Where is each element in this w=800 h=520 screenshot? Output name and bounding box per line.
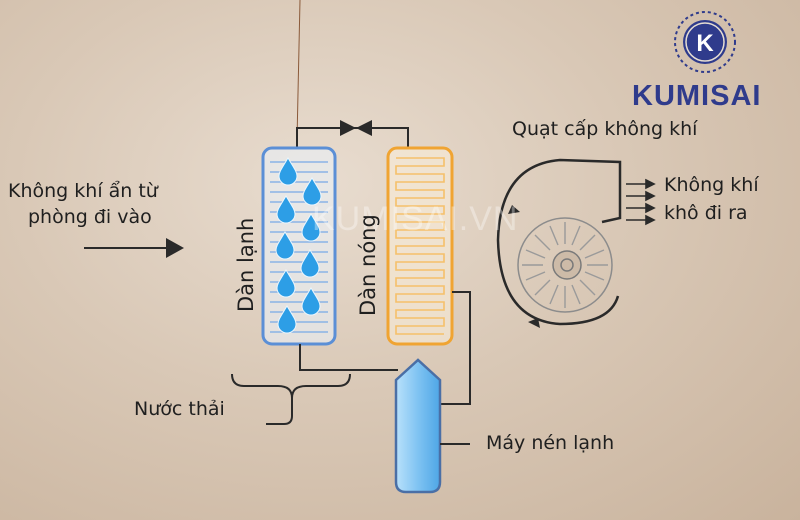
svg-text:K: K bbox=[696, 30, 714, 57]
compressor bbox=[394, 358, 442, 494]
compressor-pipes bbox=[299, 291, 471, 405]
evaporator-coil bbox=[261, 146, 337, 346]
air-out-label-line1: Không khí bbox=[664, 174, 759, 196]
air-in-arrow bbox=[84, 238, 184, 258]
thread-line bbox=[296, 0, 301, 141]
water-drop-icon bbox=[300, 249, 320, 278]
water-drop-icon bbox=[301, 287, 321, 316]
fan-icon bbox=[496, 158, 622, 328]
air-out-arrows bbox=[626, 178, 656, 226]
water-drop-icon bbox=[278, 157, 298, 186]
condenser-coil bbox=[386, 146, 454, 346]
brand-name: KUMISAI bbox=[632, 80, 762, 112]
air-in-label-line1: Không khí ẩn từ bbox=[8, 180, 158, 202]
water-drop-icon bbox=[276, 269, 296, 298]
logo-seal-icon: K bbox=[674, 11, 736, 73]
waste-water-brace bbox=[231, 373, 351, 425]
air-in-label-line2: phòng đi vào bbox=[28, 206, 152, 228]
watermark: KUMISAI.VN bbox=[312, 200, 519, 238]
condenser-label: Dàn nóng bbox=[356, 214, 380, 316]
fan-label: Quạt cấp không khí bbox=[512, 118, 698, 140]
water-drop-icon bbox=[276, 195, 296, 224]
water-drop-icon bbox=[302, 177, 322, 206]
water-drop-icon bbox=[275, 231, 295, 260]
water-drops bbox=[275, 157, 322, 334]
air-out-label-line2: khô đi ra bbox=[664, 202, 748, 224]
evaporator-label: Dàn lạnh bbox=[234, 217, 258, 312]
top-pipe bbox=[296, 127, 409, 148]
water-drop-icon bbox=[301, 213, 321, 242]
waste-water-label: Nước thải bbox=[134, 398, 225, 420]
water-drop-icon bbox=[277, 305, 297, 334]
expansion-valve-icon bbox=[340, 120, 372, 136]
compressor-label: Máy nén lạnh bbox=[486, 432, 615, 454]
